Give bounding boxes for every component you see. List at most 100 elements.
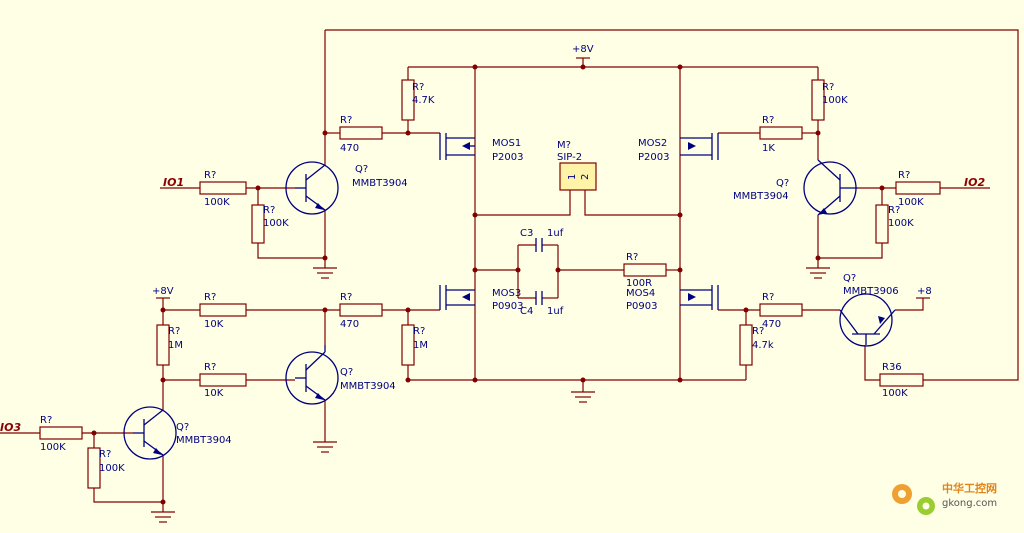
resistor-value: 1M xyxy=(168,340,183,351)
transistor-q2 xyxy=(803,159,858,216)
resistor-ref: R? xyxy=(99,449,111,460)
resistor-r4 xyxy=(251,204,265,244)
resistor-r11 xyxy=(87,447,101,489)
net-label-io2: IO2 xyxy=(964,176,985,189)
gear-icon xyxy=(892,484,935,515)
resistor-ref: R? xyxy=(626,252,638,263)
capacitor-c4 xyxy=(535,291,543,305)
resistor-value: 100K xyxy=(888,218,914,229)
resistor-value: 100K xyxy=(40,442,66,453)
resistor-ref: R? xyxy=(340,115,352,126)
resistor-value: 10K xyxy=(204,319,224,330)
mosfet-mos2 xyxy=(680,133,719,160)
transistor-ref: Q? xyxy=(340,367,353,378)
resistor-value: 100R xyxy=(626,278,652,289)
resistors xyxy=(39,79,941,489)
resistor-r1 xyxy=(401,79,415,121)
resistor-ref: R? xyxy=(413,326,425,337)
resistor-ref: R? xyxy=(204,362,216,373)
motor-connector: 1 2 xyxy=(559,162,597,191)
resistor-ref: R? xyxy=(340,292,352,303)
resistor-ref: R? xyxy=(752,326,764,337)
motor-pin2: 2 xyxy=(580,174,591,180)
transistor-q3 xyxy=(285,345,339,405)
watermark: 中华工控网 gkong.com xyxy=(892,481,997,515)
mosfet-mos1 xyxy=(439,133,475,160)
resistor-ref: R? xyxy=(822,82,834,93)
mosfet-ref: MOS4 xyxy=(626,288,655,299)
resistor-r3 xyxy=(199,181,247,195)
power-label-left: +8V xyxy=(152,286,174,297)
resistor-value: 10K xyxy=(204,388,224,399)
net-label-io3: IO3 xyxy=(0,421,21,434)
ground-symbol-q3 xyxy=(313,441,337,453)
resistor-ref: R? xyxy=(762,115,774,126)
capacitor-ref: C4 xyxy=(520,306,533,317)
resistor-ref: R? xyxy=(898,170,910,181)
resistor-r7 xyxy=(156,324,170,366)
resistor-r15 xyxy=(875,204,889,244)
net-label-io1: IO1 xyxy=(163,176,184,189)
transistor-ref: Q? xyxy=(843,273,856,284)
resistor-value: 470 xyxy=(762,319,781,330)
transistors xyxy=(123,159,896,460)
resistor-value: 470 xyxy=(340,319,359,330)
motor-pin1: 1 xyxy=(567,174,578,180)
capacitor-ref: C3 xyxy=(520,228,533,239)
mosfets xyxy=(439,133,719,310)
mosfet-mos4 xyxy=(680,285,719,310)
resistor-r2 xyxy=(339,126,383,140)
resistor-r8 xyxy=(401,324,415,366)
resistor-value: 4.7k xyxy=(752,340,774,351)
resistor-r10 xyxy=(39,426,83,440)
watermark-title: 中华工控网 xyxy=(942,481,997,495)
resistor-ref: R? xyxy=(412,82,424,93)
mosfet-ref: MOS3 xyxy=(492,288,521,299)
mosfet-part: P2003 xyxy=(638,152,669,163)
resistor-ref: R? xyxy=(204,170,216,181)
resistor-r5 xyxy=(199,303,247,317)
transistor-part: MMBT3906 xyxy=(843,286,899,297)
resistor-value: 100K xyxy=(898,197,924,208)
resistor-value: 100K xyxy=(99,463,125,474)
wires xyxy=(0,29,1019,512)
resistor-ref: R? xyxy=(204,292,216,303)
resistor-r14 xyxy=(895,181,941,195)
resistor-r16 xyxy=(623,263,667,277)
resistor-ref: R? xyxy=(40,415,52,426)
resistor-ref: R36 xyxy=(882,362,902,373)
capacitor-value: 1uf xyxy=(547,228,564,239)
resistor-ref: R? xyxy=(888,205,900,216)
power-label-right: +8 xyxy=(917,286,932,297)
resistor-r13 xyxy=(759,126,803,140)
motor-part: SIP-2 xyxy=(557,152,582,163)
motor-ref: M? xyxy=(557,140,571,151)
mosfet-part: P0903 xyxy=(492,301,523,312)
capacitor-c3 xyxy=(535,238,543,252)
resistor-ref: R? xyxy=(263,205,275,216)
ground-symbols xyxy=(151,267,830,523)
transistor-part: MMBT3904 xyxy=(340,381,396,392)
mosfet-ref: MOS2 xyxy=(638,138,667,149)
mosfet-part: P0903 xyxy=(626,301,657,312)
power-label-top: +8V xyxy=(572,44,594,55)
transistor-ref: Q? xyxy=(355,164,368,175)
resistor-value: 4.7K xyxy=(412,95,435,106)
ground-symbol-q1 xyxy=(313,267,337,279)
resistor-r6 xyxy=(339,303,383,317)
transistor-ref: Q? xyxy=(776,178,789,189)
resistor-r36 xyxy=(879,373,924,387)
resistor-value: 100K xyxy=(882,388,908,399)
resistor-ref: R? xyxy=(762,292,774,303)
resistor-r9 xyxy=(199,373,247,387)
resistor-value: 1K xyxy=(762,143,775,154)
transistor-q4 xyxy=(123,406,177,460)
transistor-part: MMBT3904 xyxy=(352,178,408,189)
capacitors xyxy=(535,238,543,305)
transistor-part: MMBT3904 xyxy=(733,191,789,202)
transistor-part: MMBT3904 xyxy=(176,435,232,446)
resistor-value: 100K xyxy=(204,197,230,208)
ground-symbol-bus xyxy=(571,391,595,403)
transistor-ref: Q? xyxy=(176,422,189,433)
